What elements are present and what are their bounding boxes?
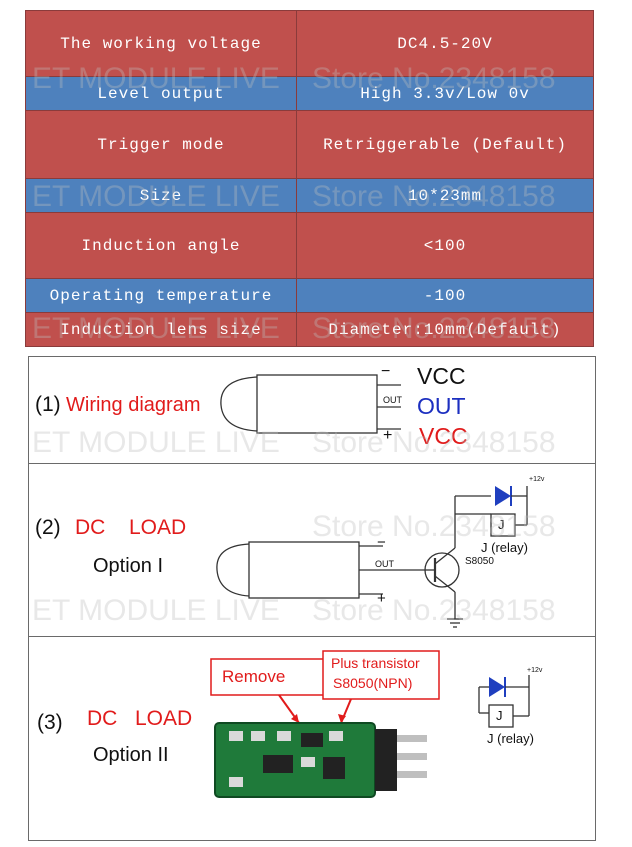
dc-label: DC — [87, 707, 118, 730]
vcc-label: VCC — [417, 363, 466, 389]
spec-label: Induction lens size — [25, 312, 297, 347]
vcc-label: VCC — [419, 423, 468, 449]
spec-label: Size — [25, 178, 297, 213]
spec-label: Operating temperature — [25, 278, 297, 313]
spec-table: The working voltage DC4.5-20V Level outp… — [25, 10, 594, 347]
transistor-label: S8050 — [465, 556, 494, 567]
spec-value: High 3.3v/Low 0v — [296, 76, 594, 111]
spec-row: Operating temperature -100 — [25, 278, 594, 313]
out-label: OUT — [417, 393, 466, 419]
relay-label: J (relay) — [481, 540, 528, 555]
spec-value: <100 — [296, 212, 594, 279]
load-label: LOAD — [135, 707, 193, 730]
option-label: Option I — [93, 555, 164, 577]
pcb-module-icon — [210, 650, 530, 798]
transistor-model-callout: S8050(NPN) — [333, 675, 413, 691]
module-outline-icon — [220, 374, 401, 434]
pin-plus-label: + — [377, 590, 386, 607]
option-label: Option II — [93, 744, 169, 766]
supply-label: +12v — [529, 476, 545, 483]
spec-value: 10*23mm — [296, 178, 594, 213]
panel-number: (1) — [35, 393, 61, 416]
spec-row: Induction lens size Diameter:10mm(Defaul… — [25, 312, 594, 347]
spec-label: Induction angle — [25, 212, 297, 279]
supply-label: +12v — [527, 667, 543, 674]
spec-label: Trigger mode — [25, 110, 297, 179]
spec-row: Trigger mode Retriggerable (Default) — [25, 110, 594, 179]
panel-number: (2) — [35, 516, 61, 539]
spec-value: Diameter:10mm(Default) — [296, 312, 594, 347]
spec-label: The working voltage — [25, 10, 297, 77]
spec-row: Size 10*23mm — [25, 178, 594, 213]
relay-box-label: J — [496, 708, 503, 723]
remove-callout: Remove — [222, 667, 286, 686]
spec-row: Level output High 3.3v/Low 0v — [25, 76, 594, 111]
spec-value: Retriggerable (Default) — [296, 110, 594, 179]
plus-transistor-callout: Plus transistor — [331, 655, 420, 671]
pin-minus-label: − — [381, 363, 391, 380]
spec-value: DC4.5-20V — [296, 10, 594, 77]
relay-label: J (relay) — [487, 731, 534, 746]
relay-box-label: J — [498, 517, 505, 532]
relay-circuit-icon — [216, 486, 528, 628]
panel-number: (3) — [37, 711, 63, 734]
dc-label: DC — [75, 516, 106, 539]
option-two-panel: (3) DC LOAD Option II Remove Plus transi… — [28, 636, 596, 841]
load-label: LOAD — [129, 516, 187, 539]
option-one-panel: (2) DC LOAD Option I − OUT + S8050 J J (… — [28, 463, 596, 638]
spec-row: Induction angle <100 — [25, 212, 594, 279]
panel-title: Wiring diagram — [66, 394, 201, 416]
spec-label: Level output — [25, 76, 297, 111]
pin-out-label: OUT — [375, 559, 394, 569]
pin-plus-label: + — [383, 427, 393, 444]
spec-value: -100 — [296, 278, 594, 313]
pin-out-label: OUT — [383, 395, 402, 405]
spec-row: The working voltage DC4.5-20V — [25, 10, 594, 77]
pin-minus-label: − — [377, 534, 386, 551]
wiring-diagram-panel: (1) Wiring diagram − OUT + VCC OUT VCC — [28, 356, 596, 465]
